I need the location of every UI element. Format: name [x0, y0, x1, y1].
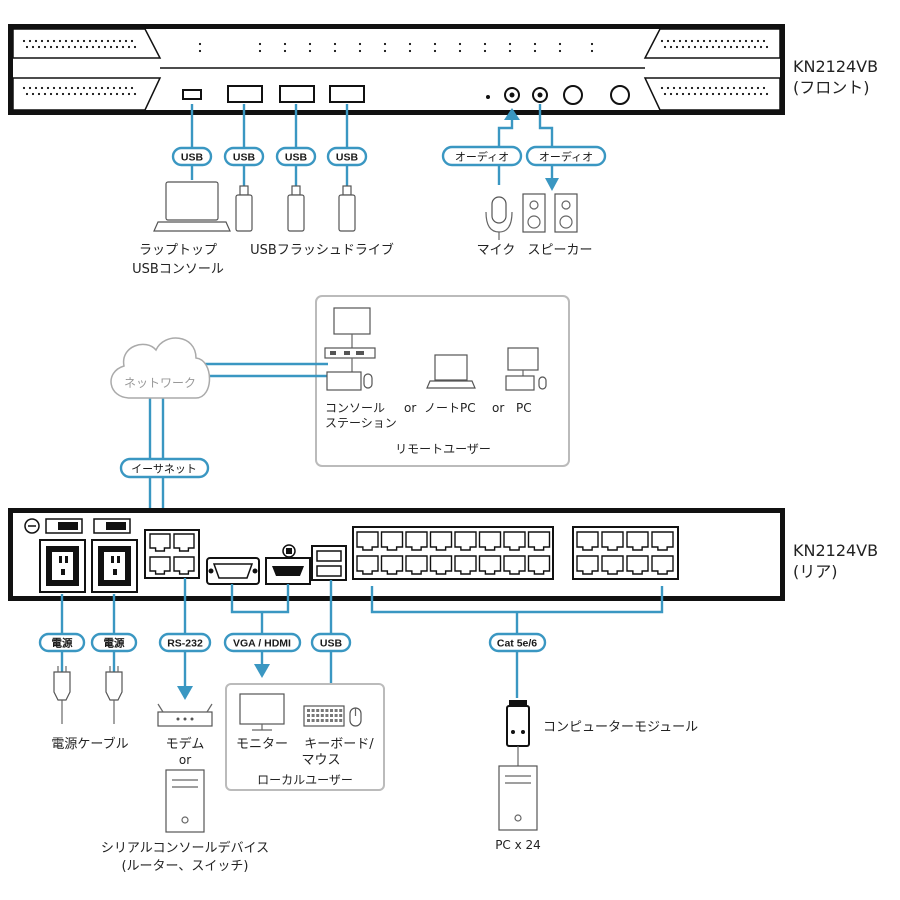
usb-port-1 — [227, 85, 263, 103]
front-side: (フロント) — [793, 78, 870, 97]
power-pill-1: 電源 — [52, 637, 73, 650]
usb-port-3 — [329, 85, 365, 103]
keyboard-mouse-icon — [303, 705, 362, 727]
cat-pill: Cat 5e/6 — [497, 638, 537, 650]
power-pill-2: 電源 — [104, 637, 125, 650]
console-label-2: ステーション — [325, 416, 397, 430]
ethernet-pill — [119, 457, 210, 479]
mic-label: マイク — [477, 243, 516, 258]
monitor-icon — [239, 693, 285, 731]
usb-pill-flash-3: USB — [336, 152, 359, 164]
pc-tower-icon — [498, 765, 538, 831]
usb-mini-port — [182, 89, 202, 100]
laptop-icon — [153, 181, 231, 232]
pc-label: PC — [516, 401, 532, 415]
front-cables — [190, 104, 559, 191]
usb-pill-laptop: USB — [181, 152, 204, 164]
monitor-label: モニター — [236, 737, 288, 752]
ethernet-pill-label: イーサネット — [131, 463, 197, 476]
computer-module-label: コンピューターモジュール — [543, 720, 698, 735]
modem-icon — [157, 703, 213, 727]
flash-label: USBフラッシュドライブ — [250, 242, 394, 258]
audio-pill-speaker: オーディオ — [539, 150, 593, 164]
remote-user-title: リモートユーザー — [395, 442, 491, 456]
rear-usb-pill: USB — [320, 638, 343, 650]
serial-label-2: (ルーター、スイッチ) — [121, 859, 248, 874]
notebook-icon — [426, 354, 476, 389]
microphone-icon — [485, 196, 513, 240]
rear-pills: 電源 電源 RS-232 VGA / HDMI USB Cat 5e/6 — [38, 632, 547, 653]
or-label-1: or — [404, 401, 416, 415]
speaker-icon — [522, 193, 578, 233]
network-label: ネットワーク — [124, 376, 196, 390]
vent-holes — [22, 39, 769, 96]
rear-cables — [60, 578, 664, 704]
pc-count-label: PC x 24 — [495, 838, 541, 852]
rear-side: (リア) — [793, 562, 838, 581]
vga-hdmi-pill: VGA / HDMI — [233, 638, 291, 650]
pc-icon — [505, 347, 547, 391]
keyboard-label-1: キーボード/ — [304, 737, 374, 752]
usb-pill-flash-2: USB — [285, 152, 308, 164]
front-model: KN2124VB — [793, 57, 878, 76]
flash-drive-icon — [235, 185, 356, 232]
usb-pill-flash-1: USB — [233, 152, 256, 164]
audio-pill-mic: オーディオ — [455, 150, 509, 164]
notebook-label: ノートPC — [424, 401, 476, 415]
speaker-jack — [532, 87, 548, 103]
local-user-title: ローカルユーザー — [257, 773, 353, 787]
cloud-icon — [110, 337, 211, 399]
console-label-1: コンソール — [325, 401, 385, 415]
power-plug-icon — [53, 666, 123, 724]
speaker-label: スピーカー — [527, 243, 592, 258]
laptop-label-2: USBコンソール — [132, 262, 224, 277]
or-label-2: or — [492, 401, 504, 415]
keyboard-label-2: マウス — [301, 753, 340, 768]
computer-module-icon — [506, 700, 530, 766]
power-cable-label: 電源ケーブル — [51, 736, 128, 752]
modem-label: モデム — [166, 736, 205, 752]
rear-unit — [8, 508, 785, 601]
mic-jack — [504, 87, 520, 103]
front-unit — [8, 24, 785, 115]
rs232-pill: RS-232 — [167, 638, 203, 650]
rear-model: KN2124VB — [793, 541, 878, 560]
serial-label-1: シリアルコンソールデバイス — [101, 840, 269, 856]
usb-port-2 — [279, 85, 315, 103]
laptop-label-1: ラップトップ — [139, 243, 217, 258]
or-label-3: or — [179, 753, 191, 767]
serial-device-tower-icon — [165, 769, 205, 833]
console-station-icon — [324, 307, 376, 391]
front-pills: USB USB USB USB オーディオ オーディオ — [171, 145, 607, 167]
